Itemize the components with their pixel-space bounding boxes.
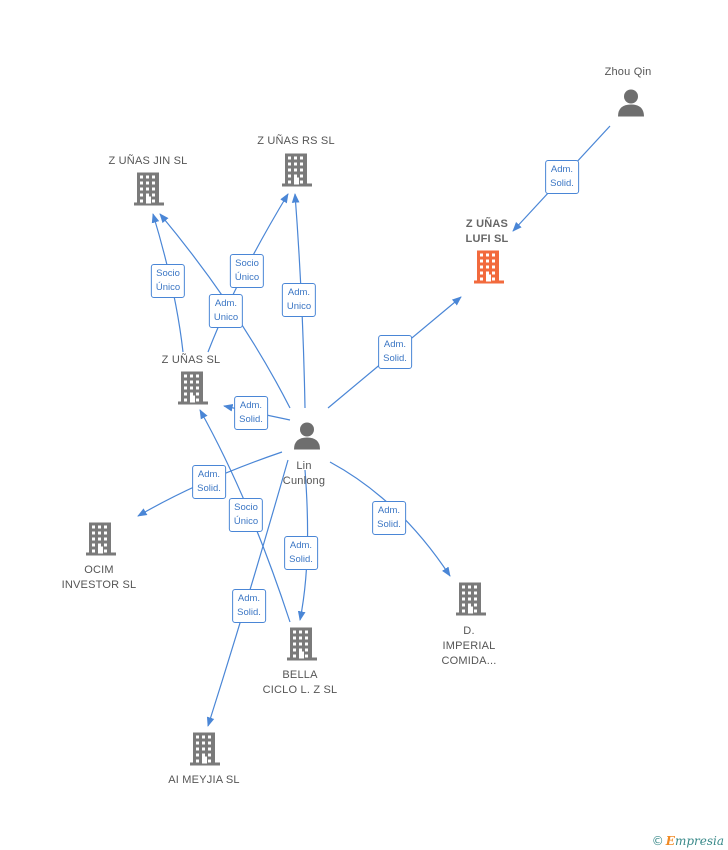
node-label-line: Z UÑAS JIN SL (108, 155, 188, 167)
edge-label-line: Adm. (289, 540, 313, 551)
building-icon[interactable] (281, 153, 313, 192)
edge-label-line: Adm. (237, 593, 261, 604)
edge-label-line: Unico (213, 312, 239, 323)
edge-label-line: Adm. (239, 400, 263, 411)
edge-label-line: Adm. (383, 339, 407, 350)
building-icon[interactable] (177, 371, 209, 410)
node-label-line: LUFI SL (465, 233, 509, 245)
node-label-line: Lin (296, 460, 312, 472)
node-label-imperial[interactable]: D. IMPERIAL COMIDA... (442, 624, 497, 669)
node-label-line: Z UÑAS SL (161, 354, 221, 366)
node-label-line: COMIDA... (441, 655, 497, 667)
edge-label-line: Solid. (377, 519, 401, 530)
brand-name: mpresia (674, 834, 724, 848)
building-icon[interactable] (286, 627, 318, 666)
edge-label-lin-jin[interactable]: Adm. Unico (208, 294, 244, 328)
person-icon[interactable] (292, 421, 322, 456)
edge-label-line: Solid. (239, 414, 263, 425)
edge-label-line: Adm. (287, 287, 311, 298)
node-label-bella[interactable]: BELLA CICLO L. Z SL (263, 668, 338, 698)
node-label-line: Z UÑAS RS SL (257, 135, 335, 147)
node-label-line: Zhou Qin (604, 66, 652, 78)
edge-label-line: Solid. (550, 178, 574, 189)
edge-label-lin-meyjia[interactable]: Adm. Solid. (232, 589, 266, 623)
edge-label-lin-ocim[interactable]: Adm. Solid. (192, 465, 226, 499)
edge-label-line: Unico (286, 301, 312, 312)
copyright-icon: © (651, 834, 664, 848)
node-label-line: Z UÑAS (465, 218, 509, 230)
edge-label-line: Solid. (289, 554, 313, 565)
edge-label-lin-imperial[interactable]: Adm. Solid. (372, 501, 406, 535)
node-label-line: BELLA (282, 669, 318, 681)
edge-label-line: Adm. (550, 164, 574, 175)
edge-label-line: Único (234, 272, 260, 283)
building-icon[interactable] (133, 172, 165, 211)
edge-label-line: Socio (156, 268, 180, 279)
edge-label-line: Único (155, 282, 181, 293)
node-label-lufi[interactable]: Z UÑAS LUFI SL (466, 217, 509, 247)
node-label-meyjia[interactable]: AI MEYJIA SL (168, 773, 239, 788)
edge-label-line: Adm. (214, 298, 238, 309)
edge-label-lin-rs[interactable]: Adm. Unico (281, 283, 317, 317)
node-label-line: D. (463, 625, 475, 637)
node-label-zunas[interactable]: Z UÑAS SL (162, 353, 221, 368)
node-label-zhouqin[interactable]: Zhou Qin (605, 65, 652, 80)
node-label-line: INVESTOR SL (61, 579, 137, 591)
person-icon[interactable] (616, 88, 646, 123)
node-label-line: IMPERIAL (442, 640, 496, 652)
node-label-line: AI MEYJIA SL (168, 774, 240, 786)
edge-label-lin-bella[interactable]: Adm. Solid. (284, 536, 318, 570)
edge-label-line: Único (233, 516, 259, 527)
building-icon[interactable] (189, 732, 221, 771)
edge-label-line: Adm. (197, 469, 221, 480)
building-icon[interactable] (85, 522, 117, 561)
node-label-ocim[interactable]: OCIM INVESTOR SL (62, 563, 137, 593)
edge-label-line: Solid. (383, 353, 407, 364)
edge-label-line: Socio (234, 502, 258, 513)
edge-label-line: Socio (235, 258, 259, 269)
edge-label-lin-zunas[interactable]: Adm. Solid. (234, 396, 268, 430)
edge-label-line: Solid. (197, 483, 221, 494)
node-label-jin[interactable]: Z UÑAS JIN SL (108, 154, 187, 169)
node-label-line: OCIM (84, 564, 114, 576)
edge-label-zhouqin-lufi[interactable]: Adm. Solid. (545, 160, 579, 194)
node-label-line: CICLO L. Z SL (262, 684, 338, 696)
edge-label-lin-lufi[interactable]: Adm. Solid. (378, 335, 412, 369)
building-icon[interactable] (473, 250, 505, 289)
building-icon[interactable] (455, 582, 487, 621)
edge-label-line: Adm. (377, 505, 401, 516)
brand-initial: E (665, 834, 675, 848)
empresia-watermark[interactable]: ©Empresia (652, 834, 724, 848)
node-label-rs[interactable]: Z UÑAS RS SL (257, 134, 335, 149)
node-label-line: Cunlong (282, 475, 326, 487)
edge-label-line: Solid. (237, 607, 261, 618)
